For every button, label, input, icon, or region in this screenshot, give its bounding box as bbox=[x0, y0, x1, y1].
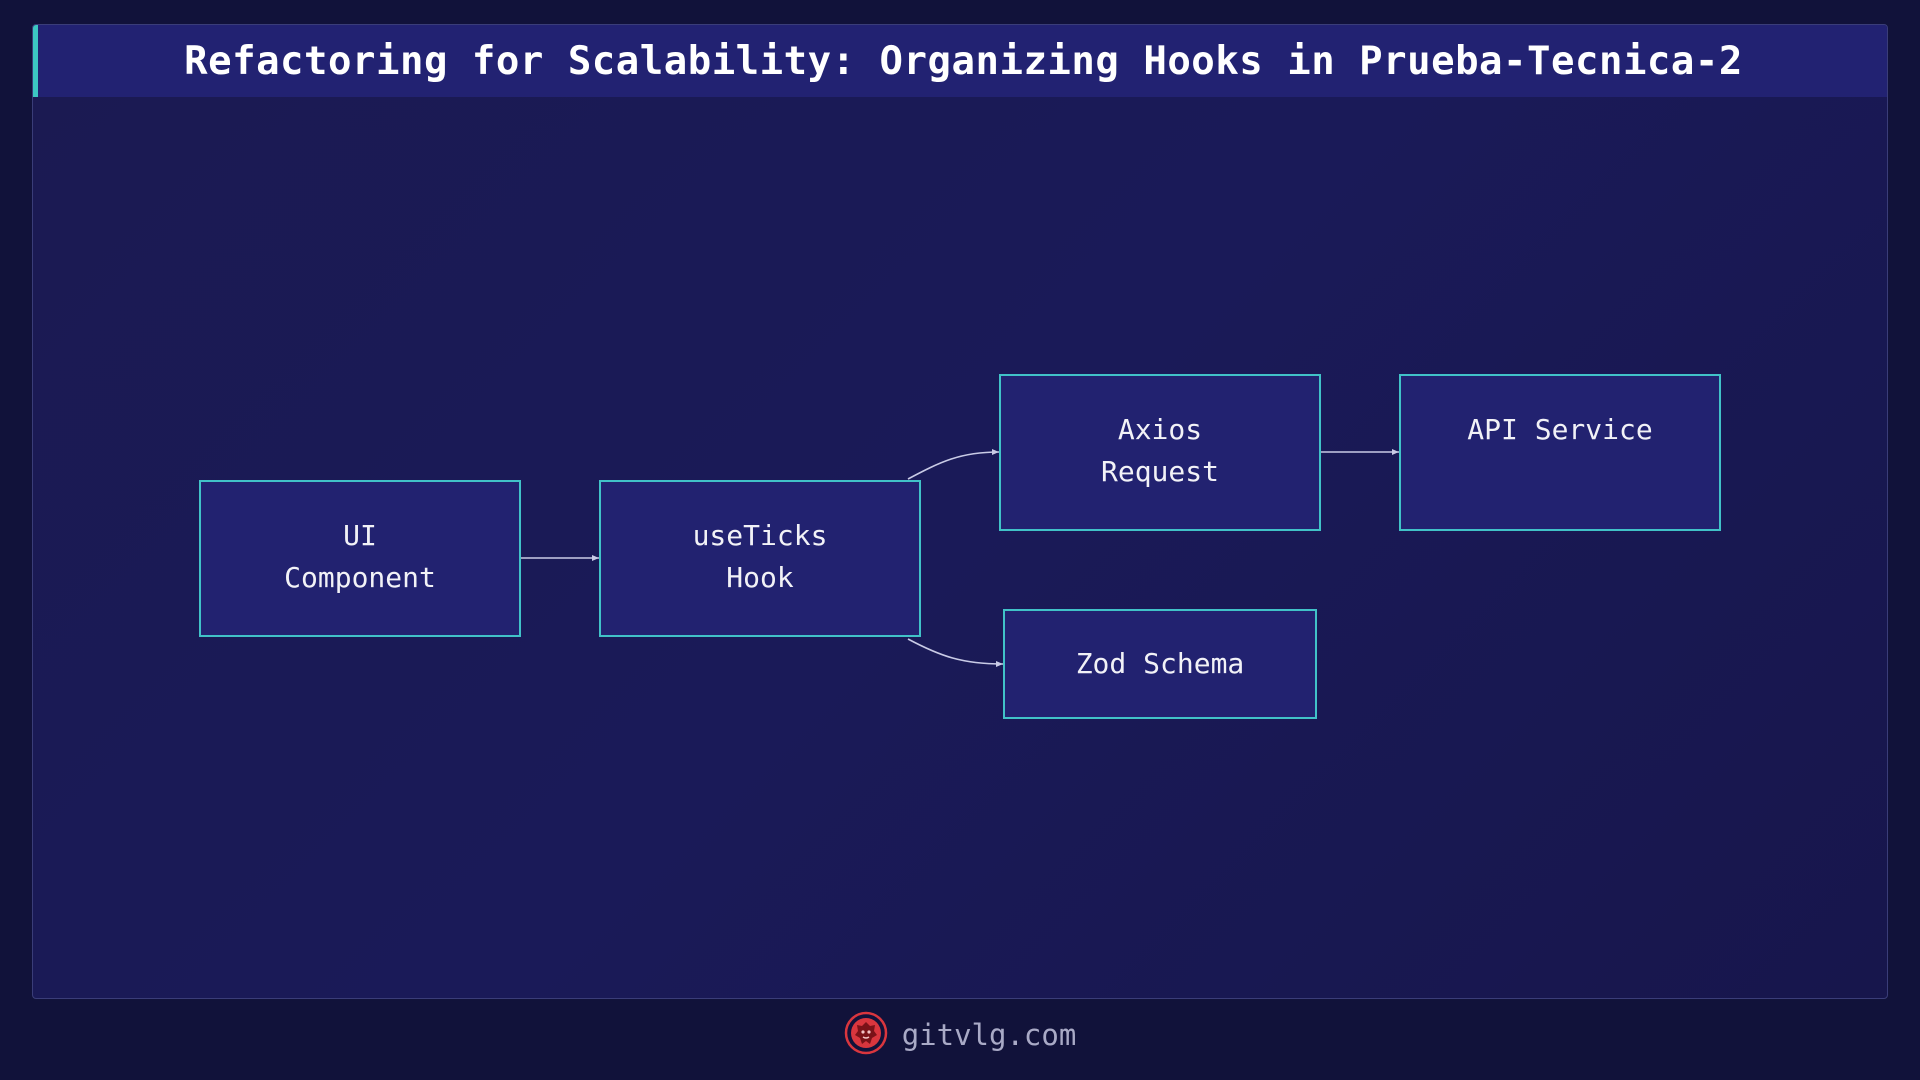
node-zod-schema-label: Zod Schema bbox=[1075, 647, 1245, 680]
node-api-service-label: API Service bbox=[1467, 413, 1653, 446]
node-ui-component-label: UI Component bbox=[284, 519, 436, 594]
node-ui-component: UI Component bbox=[199, 480, 521, 637]
footer-site-link[interactable]: gitvlg.com bbox=[901, 1018, 1077, 1052]
node-axios-request-label: Axios Request bbox=[1100, 413, 1219, 488]
node-useticks-hook-label: useTicks Hook bbox=[692, 519, 828, 594]
lion-logo-icon bbox=[844, 1011, 888, 1059]
node-zod-schema: Zod Schema bbox=[1003, 609, 1317, 719]
node-axios-request: Axios Request bbox=[999, 374, 1321, 531]
node-api-service: API Service bbox=[1399, 374, 1721, 531]
title-bar: Refactoring for Scalability: Organizing … bbox=[33, 25, 1887, 97]
node-useticks-hook: useTicks Hook bbox=[599, 480, 921, 637]
edge-useticks-hook-to-zod-schema bbox=[907, 638, 1004, 667]
edge-useticks-hook-to-axios-request bbox=[907, 449, 1000, 480]
footer: gitvlg.com bbox=[0, 1010, 1920, 1060]
page-title: Refactoring for Scalability: Organizing … bbox=[184, 38, 1743, 84]
